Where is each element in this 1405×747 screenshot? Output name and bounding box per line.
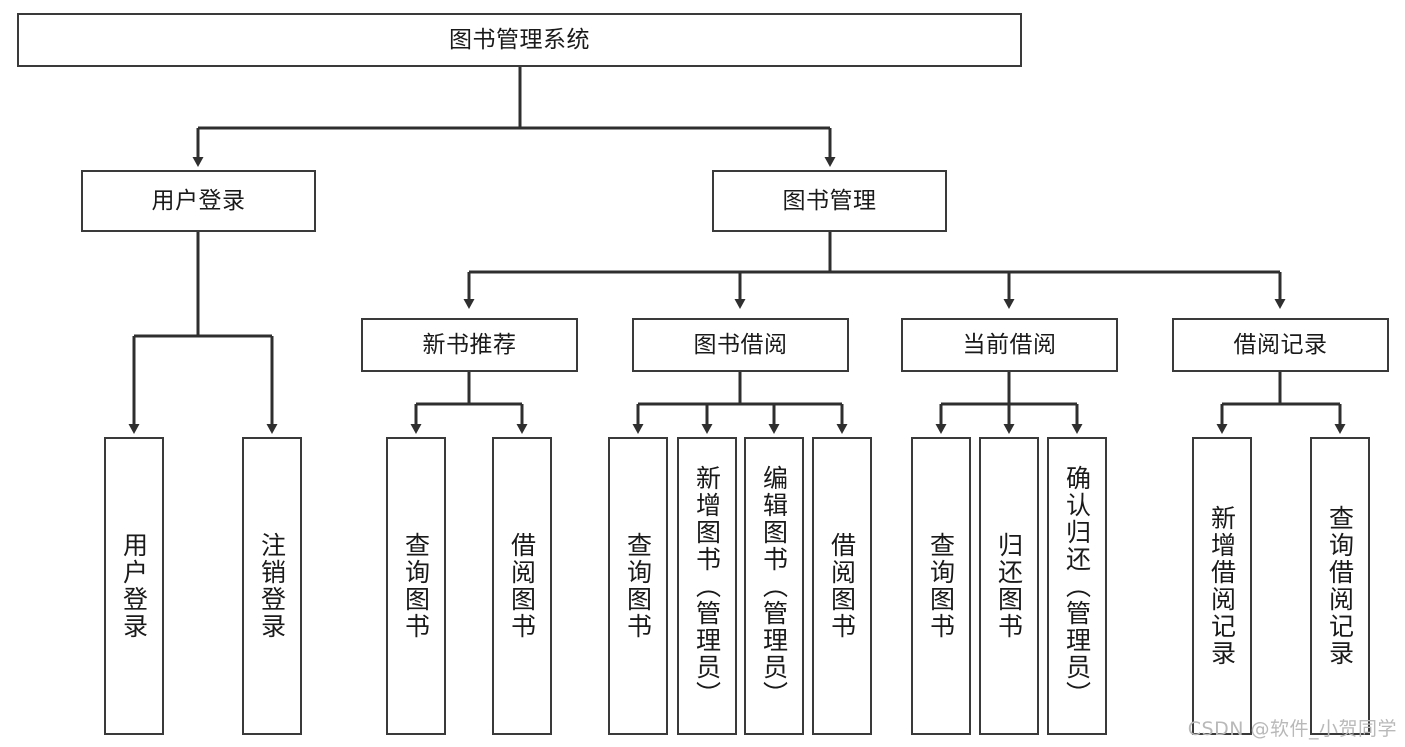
- node-label: 用户登录: [119, 532, 149, 640]
- node-label: 查询图书: [926, 532, 956, 640]
- node-label: 新增图书（管理员）: [692, 464, 722, 708]
- node-label: 编辑图书（管理员）: [759, 464, 789, 708]
- node-label: 借阅图书: [827, 532, 857, 640]
- leaf-new-book-query-book[interactable]: 查询图书: [386, 437, 446, 735]
- leaf-new-book-borrow-book[interactable]: 借阅图书: [492, 437, 552, 735]
- leaf-user-login-login[interactable]: 用户登录: [104, 437, 164, 735]
- node-label: 借阅记录: [1233, 331, 1328, 358]
- node-user-login[interactable]: 用户登录: [81, 170, 316, 232]
- node-label: 用户登录: [151, 187, 246, 214]
- node-root-book-management-system[interactable]: 图书管理系统: [17, 13, 1022, 67]
- leaf-user-login-logout[interactable]: 注销登录: [242, 437, 302, 735]
- leaf-book-borrow-borrow-book[interactable]: 借阅图书: [812, 437, 872, 735]
- node-book-borrow[interactable]: 图书借阅: [632, 318, 849, 372]
- node-borrow-record[interactable]: 借阅记录: [1172, 318, 1389, 372]
- node-label: 确认归还（管理员）: [1062, 464, 1092, 708]
- leaf-current-borrow-confirm-return-admin[interactable]: 确认归还（管理员）: [1047, 437, 1107, 735]
- node-new-book-recommend[interactable]: 新书推荐: [361, 318, 578, 372]
- node-book-management[interactable]: 图书管理: [712, 170, 947, 232]
- node-label: 查询借阅记录: [1325, 505, 1355, 667]
- node-label: 注销登录: [257, 532, 287, 640]
- node-label: 查询图书: [401, 532, 431, 640]
- node-label: 图书管理: [782, 187, 877, 214]
- node-label: 查询图书: [623, 532, 653, 640]
- node-label: 归还图书: [994, 532, 1024, 640]
- watermark-text: CSDN @软件_小贺同学: [1187, 718, 1397, 740]
- leaf-current-borrow-query-book[interactable]: 查询图书: [911, 437, 971, 735]
- leaf-current-borrow-return-book[interactable]: 归还图书: [979, 437, 1039, 735]
- node-label: 新增借阅记录: [1207, 505, 1237, 667]
- node-label: 当前借阅: [962, 331, 1057, 358]
- leaf-borrow-record-query-record[interactable]: 查询借阅记录: [1310, 437, 1370, 735]
- node-current-borrow[interactable]: 当前借阅: [901, 318, 1118, 372]
- leaf-book-borrow-edit-book-admin[interactable]: 编辑图书（管理员）: [744, 437, 804, 735]
- leaf-book-borrow-query-book[interactable]: 查询图书: [608, 437, 668, 735]
- node-label: 图书管理系统: [449, 26, 590, 53]
- leaf-borrow-record-add-record[interactable]: 新增借阅记录: [1192, 437, 1252, 735]
- leaf-book-borrow-add-book-admin[interactable]: 新增图书（管理员）: [677, 437, 737, 735]
- node-label: 图书借阅: [693, 331, 788, 358]
- node-label: 借阅图书: [507, 532, 537, 640]
- node-label: 新书推荐: [422, 331, 517, 358]
